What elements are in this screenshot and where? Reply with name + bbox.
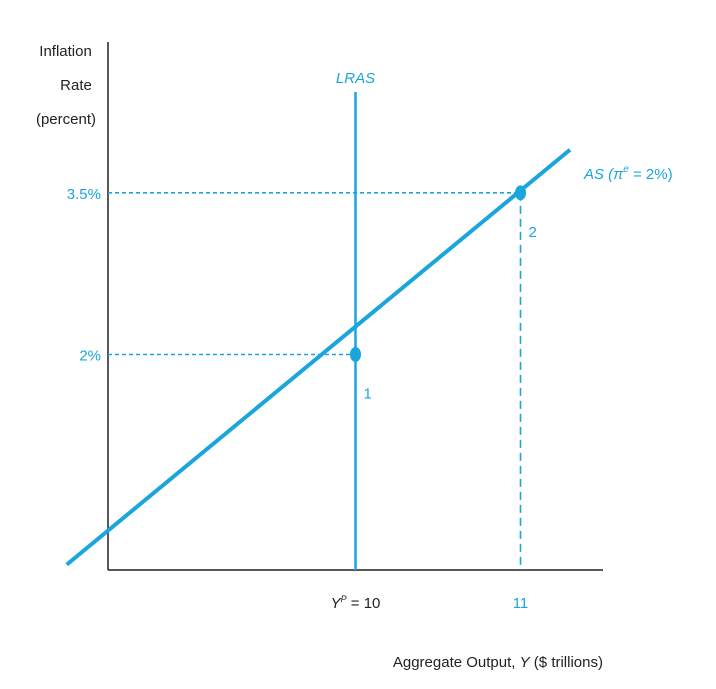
point-1-marker (350, 346, 361, 362)
x-axis-title: Aggregate Output, Y ($ trillions) (393, 654, 603, 671)
point-label: 2 (529, 224, 537, 241)
y-tick-label: 3.5% (67, 186, 101, 203)
y-tick-label: 2% (79, 347, 101, 364)
as-curve (65, 148, 572, 567)
y-axis-title: Inflation Rate (percent) (36, 43, 96, 128)
x-tick-label-potential-output: YP = 10 (331, 594, 381, 612)
point-label: 1 (364, 385, 372, 402)
x-tick-label: 11 (513, 595, 529, 612)
lras-label: LRAS (336, 70, 375, 87)
as-curve-label: AS (πe = 2%) (583, 164, 673, 183)
point-2-marker (515, 185, 526, 201)
